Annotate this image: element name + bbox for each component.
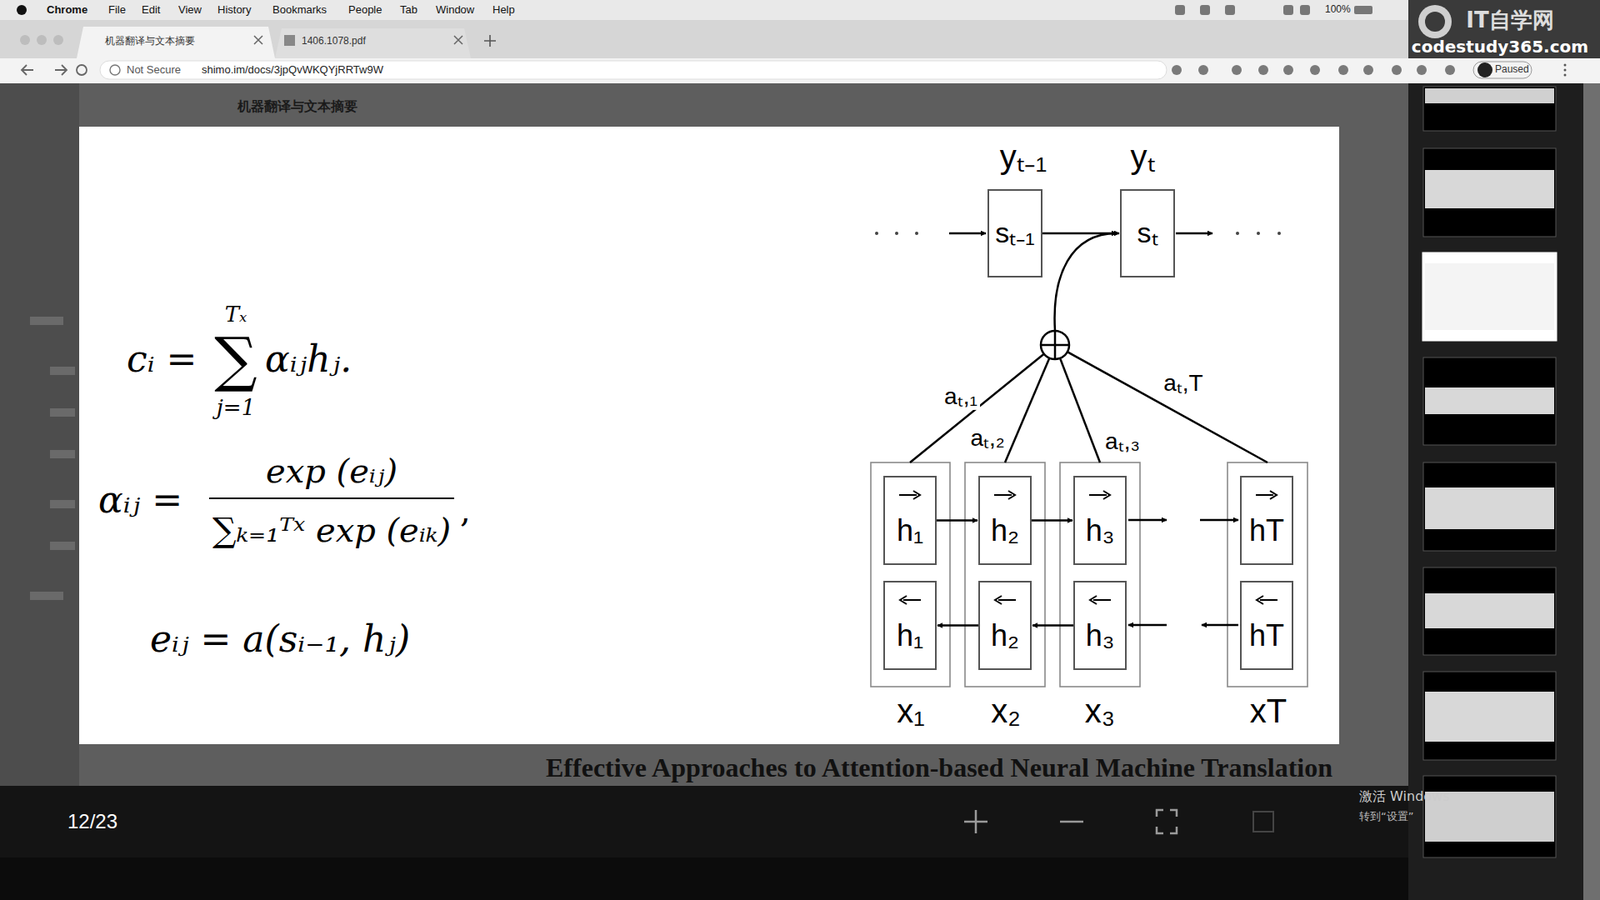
punctuation: ,: [460, 490, 471, 530]
tab-strip: [0, 20, 1600, 59]
input-label: x₃: [1085, 691, 1115, 730]
address-bar: [0, 58, 1600, 84]
menu-item: File: [108, 4, 126, 17]
input-label: x₁: [896, 691, 925, 730]
node-text: hT: [1249, 513, 1285, 548]
formula: eᵢⱼ = a(sᵢ₋₁, hⱼ): [150, 618, 410, 661]
watermark: codestudy365.com: [1411, 37, 1589, 57]
slide: [79, 126, 1340, 745]
active-tab: [76, 26, 275, 59]
node-text: sₜ₋₁: [995, 216, 1035, 250]
battery-level: 100%: [1325, 4, 1351, 16]
node-text: sₜ: [1137, 216, 1159, 250]
sum-limit: Tₓ: [225, 302, 248, 328]
direction-arrow: [991, 489, 1019, 501]
forward-state-box: h₁: [883, 475, 937, 565]
watermark: IT自学网: [1465, 8, 1554, 34]
forward-state-box: h₂: [978, 475, 1032, 565]
output-label: yₜ: [1130, 137, 1155, 176]
backward-state-box: h₁: [883, 580, 937, 670]
thumbnail-panel: [1408, 83, 1600, 900]
node-text: hT: [1249, 618, 1285, 653]
sum-sign: ∑: [214, 325, 257, 395]
viewer-backdrop: [0, 83, 1409, 786]
direction-arrow: [1253, 594, 1280, 606]
node-text: h₂: [990, 513, 1020, 548]
formula: αᵢⱼ =: [98, 479, 183, 522]
output-label: yₜ₋₁: [1000, 137, 1048, 176]
fraction-numerator: exp (eᵢⱼ): [265, 451, 398, 490]
attention-lines: [910, 345, 1268, 463]
page-counter: 12/23: [67, 810, 118, 834]
chain-arrows: [949, 233, 1239, 625]
forward-state-box: hT: [1240, 475, 1294, 565]
menu-item: Edit: [141, 4, 160, 17]
direction-arrow: [896, 489, 924, 501]
sum-limit: j=1: [216, 395, 255, 421]
direction-arrow: [1253, 489, 1280, 501]
backward-state-box: h₂: [978, 580, 1032, 670]
input-columns: [870, 462, 1308, 687]
connector: [1032, 624, 1074, 627]
menu-item: View: [178, 4, 202, 17]
context-arrow: [1055, 233, 1117, 331]
weight-label: aₜ,₁: [941, 383, 980, 410]
formula: cᵢ =: [126, 338, 197, 381]
input-label: x₂: [990, 691, 1021, 730]
menu-item: Tab: [400, 4, 418, 17]
connector: [936, 519, 978, 522]
tab: [275, 28, 471, 59]
tab-title: 机器翻译与文本摘要: [105, 35, 195, 48]
thumbnails: [1423, 86, 1556, 858]
node-text: h₁: [896, 513, 924, 548]
menu-item: Help: [492, 4, 515, 17]
menu-item: People: [348, 4, 382, 17]
connector: [937, 624, 979, 627]
fraction-denominator: ∑ₖ₌₁ᵀˣ exp (eᵢₖ): [212, 510, 451, 550]
paper-title: Effective Approaches to Attention-based …: [545, 752, 1333, 784]
menu-item: History: [217, 4, 251, 17]
direction-arrow: [1086, 594, 1114, 606]
connector: [1042, 232, 1120, 235]
weight-label: aₜ,T: [1160, 370, 1205, 397]
url-text: shimo.im/docs/3jpQvWKQYjRRTw9W: [201, 64, 384, 77]
tab-title: 1406.1078.pdf: [301, 35, 366, 48]
backward-state-box: h₃: [1073, 580, 1127, 670]
ellipsis-dots: [875, 231, 1281, 235]
document-title: 机器翻译与文本摘要: [237, 99, 358, 115]
security-note: Not Secure: [126, 64, 181, 77]
watermark-panel: [1408, 0, 1600, 59]
apple-logo: [16, 5, 27, 15]
node-text: h₂: [990, 618, 1020, 653]
profile-status: Paused: [1495, 64, 1530, 76]
menu-item: Bookmarks: [272, 4, 327, 17]
formula: αᵢⱼhⱼ.: [265, 338, 352, 381]
node-text: h₁: [896, 618, 924, 653]
direction-arrow: [1086, 489, 1114, 501]
direction-arrow: [991, 594, 1019, 606]
menu-item: Chrome: [46, 4, 88, 17]
menu-item: Window: [435, 4, 475, 17]
direction-arrow: [896, 594, 924, 606]
status-icons: [1175, 5, 1373, 15]
fraction-bar: [209, 497, 455, 500]
os-notice: 转到“设置”: [1359, 810, 1414, 824]
os-notice: 激活 Windows: [1359, 789, 1450, 805]
menu-bar: [0, 0, 1600, 20]
node-text: h₃: [1085, 513, 1115, 548]
backward-state-box: hT: [1240, 580, 1294, 670]
weight-label: aₜ,₃: [1102, 428, 1143, 455]
weight-label: aₜ,₂: [967, 425, 1007, 452]
sum-symbol: [1040, 330, 1070, 360]
forward-state-box: h₃: [1073, 475, 1127, 565]
input-label: xT: [1250, 691, 1287, 730]
state-box: sₜ: [1120, 189, 1175, 278]
state-box: sₜ₋₁: [987, 189, 1043, 278]
viewer-toolbar: [0, 785, 1409, 858]
connector: [1031, 519, 1073, 522]
node-text: h₃: [1085, 618, 1115, 653]
